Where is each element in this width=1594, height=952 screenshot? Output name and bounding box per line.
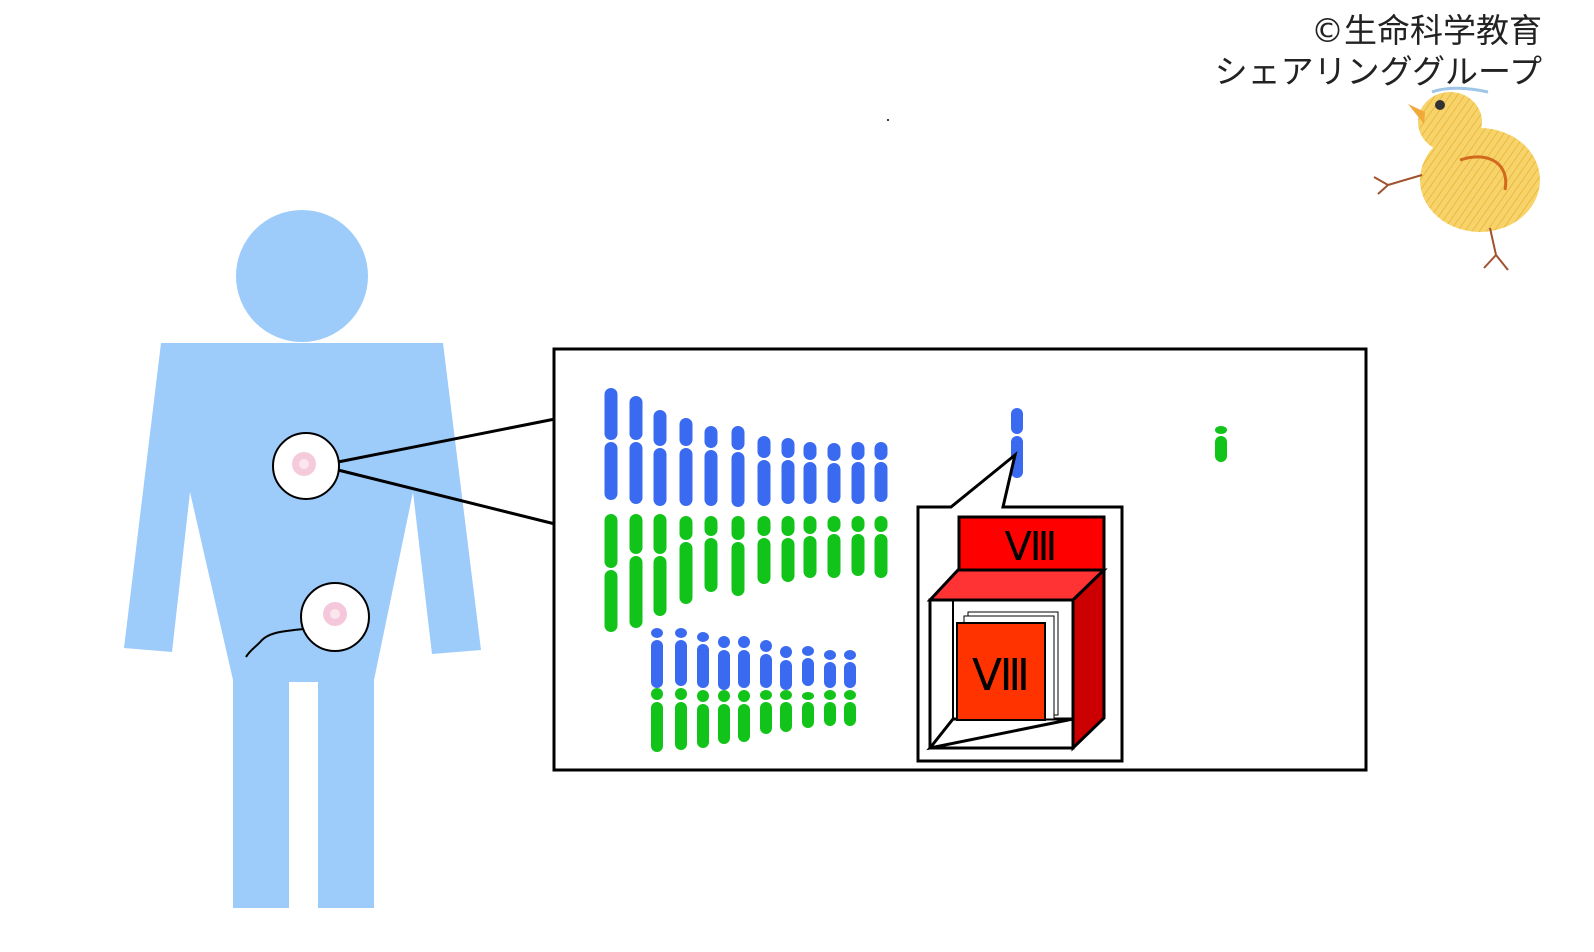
chromosome-paternal — [874, 442, 888, 502]
chromosome-maternal — [604, 514, 618, 632]
chick-icon — [1373, 86, 1540, 271]
sex-chromosome-x — [1011, 408, 1023, 478]
chromosome-maternal — [757, 516, 771, 584]
chromosome-paternal — [757, 436, 771, 506]
human-body-figure — [124, 210, 481, 908]
chromosome-paternal — [738, 636, 750, 688]
human-head — [236, 210, 368, 342]
chromosome-maternal — [851, 516, 865, 576]
sperm-icon — [245, 628, 304, 658]
chromosome-maternal — [704, 516, 718, 592]
chromosome-maternal — [731, 516, 745, 596]
chromosome-paternal — [760, 640, 772, 688]
chromosome-maternal — [760, 690, 772, 734]
chromosome-maternal — [802, 692, 814, 728]
zoom-callout-lines — [337, 417, 556, 526]
credit-text: ©生命科学教育 シェアリンググループ — [1215, 10, 1542, 92]
chromosome-paternal — [718, 636, 730, 690]
book-label: Ⅷ — [972, 651, 1030, 700]
chromosome-maternal — [651, 688, 663, 752]
chromosome-paternal — [803, 442, 817, 504]
chromosome-paternal — [675, 628, 687, 686]
chromosome-set — [604, 388, 1227, 752]
chromosome-maternal — [844, 690, 856, 726]
chromosome-paternal — [697, 632, 709, 688]
chromosome-maternal — [653, 514, 667, 616]
chromosome-maternal — [679, 516, 693, 604]
credit-line-1: ©生命科学教育 — [1311, 11, 1542, 50]
chromosome-paternal — [629, 396, 643, 504]
chromosome-maternal — [697, 690, 709, 748]
chromosome-paternal — [604, 388, 618, 500]
chromosome-maternal — [780, 690, 792, 732]
chromosome-maternal — [675, 688, 687, 750]
body-cell — [272, 432, 340, 500]
chromosome-maternal — [824, 690, 836, 726]
gene-cabinet-callout: Ⅷ Ⅷ — [916, 451, 1124, 763]
sex-chromosome-y — [1215, 426, 1227, 462]
chromosome-paternal — [844, 650, 856, 688]
chromosome-paternal — [731, 426, 745, 507]
chromosome-paternal — [651, 628, 663, 688]
chromosome-maternal — [803, 516, 817, 578]
gene-book: Ⅷ — [956, 611, 1059, 721]
chromosome-paternal — [653, 410, 667, 506]
cabinet-header-label: Ⅷ — [1005, 524, 1058, 569]
chromosome-maternal — [718, 690, 730, 744]
chromosome-paternal — [704, 426, 718, 506]
chromosome-paternal — [827, 443, 841, 503]
chromosome-paternal — [679, 418, 693, 506]
chromosome-maternal — [781, 516, 795, 582]
chromosome-paternal — [780, 646, 792, 690]
chromosome-paternal — [781, 438, 795, 504]
chromosome-maternal — [874, 516, 888, 578]
chromosome-paternal — [851, 442, 865, 504]
chromosome-maternal — [738, 690, 750, 742]
chromosome-paternal — [824, 650, 836, 688]
chromosome-paternal — [802, 646, 814, 686]
credit-line-2: シェアリンググループ — [1214, 52, 1542, 91]
chromosome-maternal — [827, 516, 841, 578]
fertilization-cell — [245, 582, 370, 658]
chromosome-maternal — [629, 514, 643, 628]
